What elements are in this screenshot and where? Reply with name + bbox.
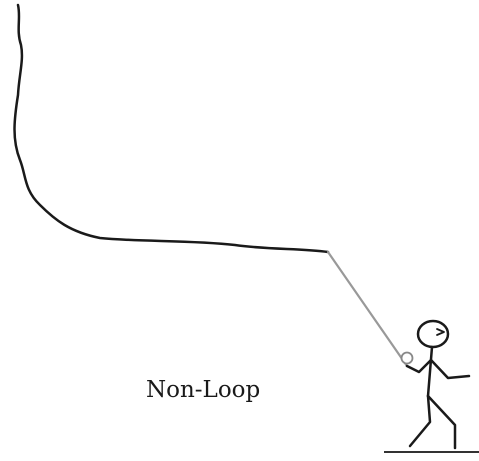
fly-line [13, 3, 330, 254]
figure-rod-arm [405, 358, 433, 374]
stick-figure [405, 319, 471, 450]
caption-label: Non-Loop [146, 377, 261, 403]
fishing-rod [326, 250, 409, 368]
figure-face [436, 328, 445, 336]
figure-left-leg [408, 394, 432, 448]
figure-free-arm [429, 358, 471, 380]
rod-grip-ball [400, 351, 414, 365]
figure-right-leg [426, 394, 457, 450]
figure-head [416, 319, 450, 349]
figure-torso [426, 345, 434, 398]
